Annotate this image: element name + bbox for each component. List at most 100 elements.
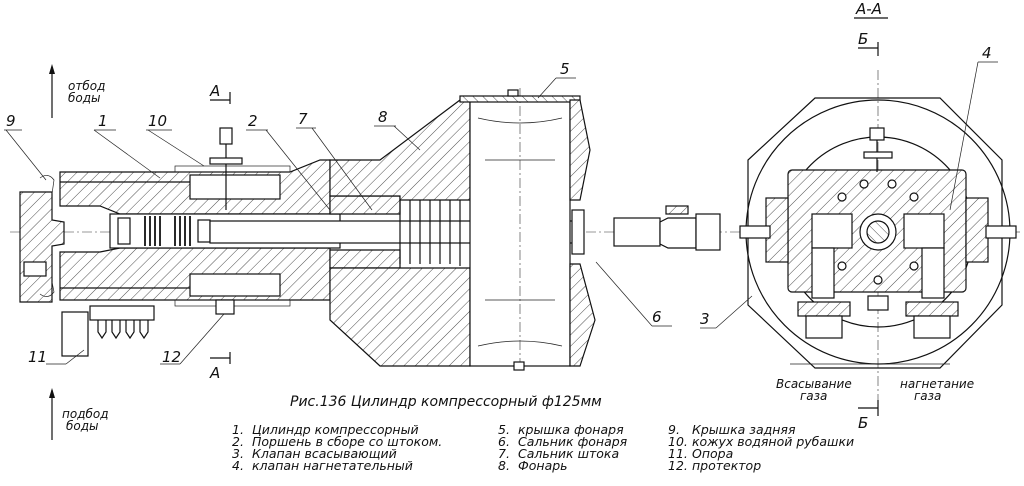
callout-9: 9	[6, 112, 16, 130]
left-bolt	[739, 225, 771, 239]
discharge-valve	[903, 213, 945, 249]
svg-text:2.: 2.	[232, 434, 244, 449]
piston-rings	[117, 216, 211, 246]
rod-extension	[613, 217, 661, 247]
svg-text:4.: 4.	[232, 458, 244, 473]
coupling-body	[695, 213, 721, 251]
svg-text:газа: газа	[800, 389, 827, 403]
callout-12: 12	[162, 348, 181, 366]
cover-knob	[507, 89, 519, 97]
rear-cover-port	[23, 261, 47, 277]
suction-nozzle	[805, 315, 843, 339]
coupling-nut	[659, 217, 697, 249]
svg-text:протектор: протектор	[692, 458, 761, 473]
svg-text:газа: газа	[914, 389, 941, 403]
svg-text:1.: 1.	[232, 422, 244, 437]
svg-text:Клапан всасывающий: Клапан всасывающий	[252, 446, 397, 461]
legend-col-3: 9. Крышка задняя 10. кожух водяной рубашки…	[668, 422, 854, 473]
lantern-lower	[329, 267, 471, 367]
right-flange	[965, 197, 989, 263]
water-notes: отбод боды подбод боды	[49, 64, 109, 440]
svg-text:3.: 3.	[232, 446, 244, 461]
svg-text:боды: боды	[68, 91, 101, 105]
legend: 1. Цилиндр компрессорный 2. Поршень в сбор…	[232, 422, 854, 473]
svg-text:Опора: Опора	[692, 446, 733, 461]
callout-4: 4	[982, 44, 992, 62]
svg-text:7.: 7.	[498, 446, 510, 461]
suction-flange	[797, 301, 851, 317]
svg-text:Б: Б	[858, 414, 868, 432]
svg-text:клапан нагнетательный: клапан нагнетательный	[252, 458, 413, 473]
figure-caption: Рис.136 Цилиндр компрессорный ф125мм	[290, 394, 602, 410]
bottom-valve-block	[89, 305, 155, 321]
coupling-lock	[665, 205, 689, 215]
water-jacket-upper	[189, 174, 281, 200]
section-title: А-А	[855, 0, 882, 18]
callout-10: 10	[148, 112, 167, 130]
svg-text:11.: 11.	[668, 446, 688, 461]
gland-packing	[399, 198, 461, 266]
svg-text:10.: 10.	[668, 434, 688, 449]
lantern-flange-upper	[569, 99, 591, 201]
svg-text:9.: 9.	[668, 422, 680, 437]
suction-gas-label: Всасывание	[776, 377, 852, 391]
water-jacket-cover	[174, 165, 291, 173]
rod-gland-upper	[329, 195, 401, 215]
svg-text:Фонарь: Фонарь	[518, 458, 568, 473]
lantern-upper	[329, 99, 471, 201]
legend-col-2: 5. крышка фонаря 6. Сальник фонаря 7. Сальн…	[498, 422, 628, 473]
top-stud-cap	[869, 127, 885, 141]
svg-text:отбод: отбод	[68, 79, 105, 93]
water-jacket-lower	[189, 273, 281, 297]
bottom-plug	[867, 295, 889, 311]
svg-text:8.: 8.	[498, 458, 510, 473]
svg-text:Крышка задняя: Крышка задняя	[692, 422, 796, 437]
svg-text:5.: 5.	[498, 422, 510, 437]
lantern-gland	[571, 209, 585, 255]
callout-7: 7	[298, 110, 308, 128]
svg-text:12.: 12.	[668, 458, 688, 473]
svg-text:А: А	[209, 82, 220, 100]
svg-text:А: А	[209, 364, 220, 382]
bolt-holes	[837, 179, 919, 285]
lantern-cover	[459, 95, 581, 103]
discharge-pipe	[921, 247, 945, 299]
callout-11: 11	[28, 348, 47, 366]
protector	[215, 299, 235, 315]
longitudinal-section: А А	[10, 82, 740, 382]
rear-cover	[19, 191, 65, 303]
lantern-bottom-plug	[513, 361, 525, 371]
suction-pipe	[811, 247, 835, 299]
svg-text:Поршень в сборе со штоком.: Поршень в сборе со штоком.	[252, 434, 442, 449]
callout-3: 3	[700, 310, 710, 328]
callout-1: 1	[98, 112, 108, 130]
discharge-flange	[905, 301, 959, 317]
callouts-left: 9 1 10 2 7 8 5 6 11 12	[4, 60, 672, 366]
suction-valve	[811, 213, 853, 249]
svg-text:Цилиндр компрессорный: Цилиндр компрессорный	[252, 422, 419, 437]
svg-text:Сальник фонаря: Сальник фонаря	[518, 434, 628, 449]
callout-6: 6	[652, 308, 662, 326]
svg-text:Б: Б	[858, 30, 868, 48]
rod-gland-lower	[329, 249, 401, 269]
lantern-flange-lower	[569, 263, 596, 367]
discharge-gas-label: нагнетание	[900, 377, 974, 391]
rear-cover-bolts	[39, 175, 55, 297]
right-bolt	[985, 225, 1017, 239]
support	[61, 311, 89, 357]
rod-circle	[866, 220, 890, 244]
valve-flange	[209, 157, 243, 165]
bottom-nozzles	[97, 320, 149, 340]
valve-cap	[219, 127, 233, 145]
svg-text:кожух водяной рубашки: кожух водяной рубашки	[692, 434, 854, 449]
callout-8: 8	[378, 108, 388, 126]
cross-section-aa: А-А Б	[700, 0, 1020, 432]
svg-text:Сальник штока: Сальник штока	[518, 446, 619, 461]
svg-text:боды: боды	[66, 419, 99, 433]
discharge-nozzle	[913, 315, 951, 339]
svg-text:крышка фонаря: крышка фонаря	[518, 422, 624, 437]
svg-text:6.: 6.	[498, 434, 510, 449]
callout-5: 5	[560, 60, 570, 78]
section-cut-a: А А	[209, 82, 231, 382]
